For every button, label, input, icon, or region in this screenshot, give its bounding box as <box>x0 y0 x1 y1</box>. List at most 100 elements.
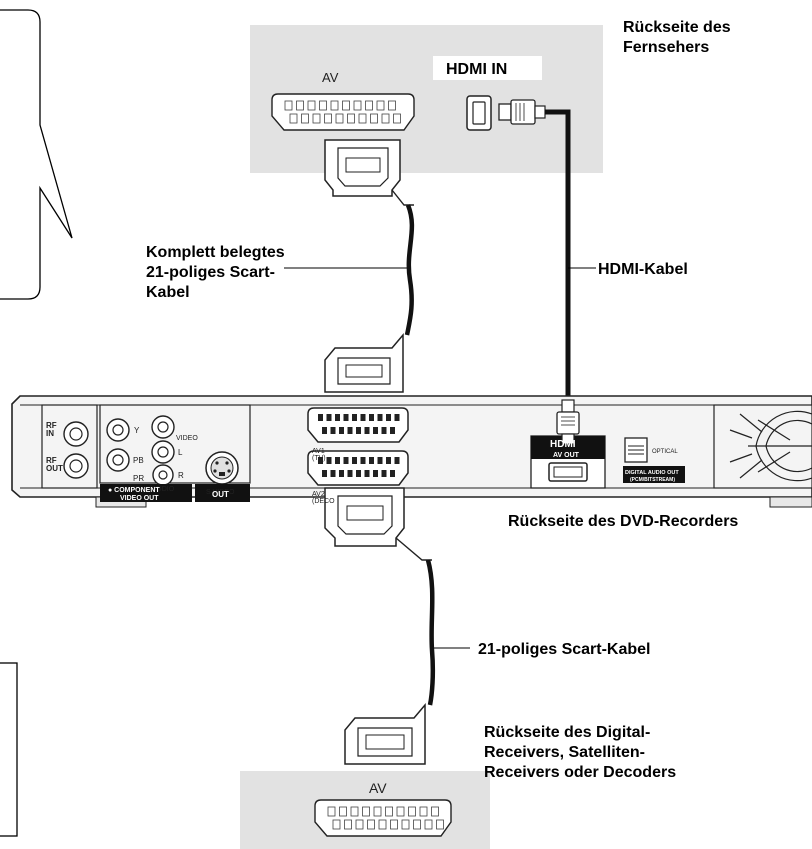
scart-pin <box>358 113 367 124</box>
scart-pin <box>360 414 366 421</box>
scart-pin <box>344 819 352 830</box>
scart-plug-recorder-av2 <box>324 487 432 561</box>
hdmi-cable <box>545 109 571 400</box>
scart-pin <box>381 113 390 124</box>
scart-full-label-line1: Komplett belegtes <box>146 244 285 261</box>
scart-pin <box>342 100 350 111</box>
scart-pin <box>373 427 378 434</box>
scart-pin <box>401 819 410 830</box>
scart-pin <box>326 457 332 464</box>
rf-out-label-2: OUT <box>46 464 63 473</box>
scart-pin <box>347 427 353 434</box>
scart-pin <box>318 414 323 421</box>
scart-pin <box>385 806 393 817</box>
scart-pin <box>330 427 336 434</box>
scart-pin <box>419 806 428 817</box>
scart-pin <box>408 806 416 817</box>
receiver-title-line2: Receivers, Satelliten- <box>484 744 645 761</box>
scart-pin <box>353 100 362 111</box>
scart-pin <box>393 113 401 124</box>
scart-pin <box>378 819 387 830</box>
scart-pin <box>319 100 327 111</box>
av-out-label: AV OUT <box>553 452 580 459</box>
scart-pin <box>301 113 309 124</box>
component-video-out-2: VIDEO OUT <box>120 495 159 502</box>
scart-pin <box>390 427 395 434</box>
y-label: Y <box>134 426 140 435</box>
scart-pin <box>335 113 344 124</box>
hdmi-plug-recorder <box>556 399 580 445</box>
scart-pin <box>322 427 327 434</box>
receiver-av-label: AV <box>369 780 387 796</box>
scart-pin <box>347 113 355 124</box>
scart-pin <box>394 414 400 421</box>
av1-label-2: (TV) <box>312 455 326 462</box>
scart-pin <box>330 470 336 477</box>
scart-cable-label: 21-poliges Scart-Kabel <box>478 641 651 658</box>
scart-pin <box>335 414 340 421</box>
receiver-title-line1: Rückseite des Digital- <box>484 724 650 741</box>
scart-pin <box>352 414 357 421</box>
scart-pin <box>352 457 357 464</box>
scart-pin <box>327 806 336 817</box>
scart-pin <box>369 414 374 421</box>
digital-audio-out-2: (PCM/BITSTREAM) <box>630 477 675 483</box>
scart-pin <box>364 470 370 477</box>
scart-pin <box>394 457 400 464</box>
scart-pin <box>388 100 396 111</box>
scart-pin <box>289 113 298 124</box>
tv-hdmi-socket <box>466 95 492 131</box>
scart-pin <box>335 457 340 464</box>
scart-pin <box>431 806 439 817</box>
s-video-label: S VIDEO <box>206 489 235 496</box>
scart-pin <box>424 819 433 830</box>
av2-label-2: (DECO <box>312 498 335 505</box>
r-label: R <box>178 471 184 480</box>
video-label: VIDEO <box>176 435 198 442</box>
scart-plug-tv <box>324 139 414 206</box>
scart-pin <box>355 819 364 830</box>
av1-label-1: AV1 <box>312 448 325 455</box>
scart-pin <box>296 100 304 111</box>
scart-pin <box>330 100 339 111</box>
scart-pin <box>339 806 347 817</box>
rf-in-label-1: RF <box>46 421 57 430</box>
scart-pin <box>343 414 349 421</box>
rf-out-label-1: RF <box>46 456 57 465</box>
note-box <box>0 662 18 837</box>
scart-pin <box>307 100 316 111</box>
pb-label: PB <box>133 456 144 465</box>
scart-pin <box>360 457 366 464</box>
scart-cable-2 <box>425 559 436 706</box>
scart-cable-1 <box>404 204 415 336</box>
scart-pin <box>364 427 370 434</box>
scart-plug-receiver <box>344 702 426 765</box>
scart-pin <box>324 113 332 124</box>
scart-pin <box>390 470 395 477</box>
tv-scart-socket <box>271 93 415 131</box>
audio-label: AUDIO <box>152 486 175 493</box>
scart-pin <box>373 806 382 817</box>
scart-pin <box>386 414 391 421</box>
hdmi-logo: HDMI <box>550 439 576 450</box>
scart-pin <box>369 457 374 464</box>
scart-pin <box>356 470 361 477</box>
scart-pin <box>413 819 421 830</box>
dvd-recorder-rear <box>11 395 812 508</box>
scart-pin <box>347 470 353 477</box>
l-label: L <box>178 448 183 457</box>
scart-pin <box>326 414 332 421</box>
tv-title-line2: Fernsehers <box>623 39 709 56</box>
tv-title-line1: Rückseite des <box>623 19 731 36</box>
scart-pin <box>350 806 359 817</box>
hdmi-in-label-box <box>433 56 542 80</box>
receiver-title-line3: Receivers oder Decoders <box>484 764 676 781</box>
scart-full-label-line2: 21-poliges Scart- <box>146 264 275 281</box>
speech-bubble <box>0 9 73 300</box>
receiver-scart-socket <box>314 799 452 837</box>
scart-pin <box>367 819 375 830</box>
component-video-out-1: ● COMPONENT <box>108 487 160 494</box>
scart-pin <box>377 414 383 421</box>
rf-in-label-2: IN <box>46 429 54 438</box>
